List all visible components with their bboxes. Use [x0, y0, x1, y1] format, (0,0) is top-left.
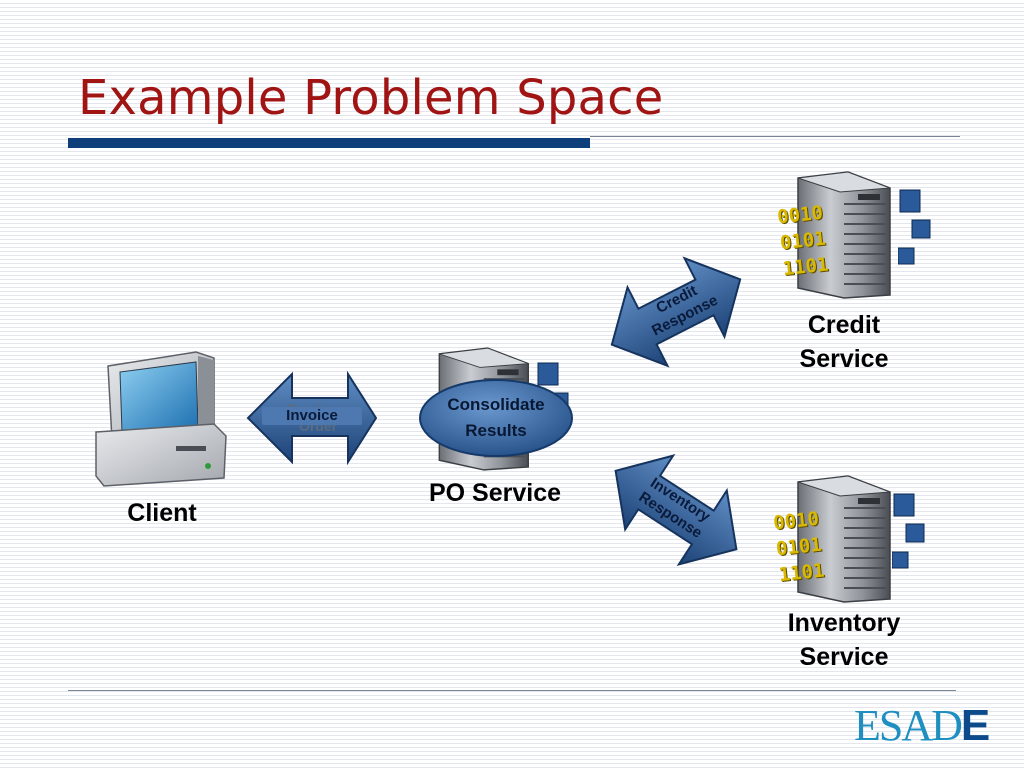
binary-row: 1101 [777, 559, 826, 587]
po-service-label: PO Service [428, 479, 562, 507]
client-po-arrow-front-label: Invoice [262, 407, 362, 425]
consolidate-results-label: Consolidate Results [447, 395, 545, 440]
slide-title: Example Problem Space [78, 70, 664, 126]
title-underline-bar [68, 138, 590, 148]
title-underline-rule [590, 136, 960, 137]
po-inventory-arrow [614, 454, 738, 566]
footer-rule [68, 690, 956, 691]
inventory-binary-code: 0010 0101 1101 [772, 506, 826, 588]
credit-packets-icon [898, 189, 931, 265]
esade-logo: ESADE [854, 701, 990, 750]
client-label: Client [127, 499, 197, 527]
po-credit-arrow [610, 256, 742, 368]
credit-binary-code: 0010 0101 1101 [776, 200, 830, 282]
binary-row: 1101 [781, 253, 830, 281]
client-computer-icon [95, 351, 227, 487]
consolidate-results-ellipse [419, 379, 573, 457]
inventory-packets-icon [892, 493, 925, 569]
credit-service-label: Credit Service [799, 311, 889, 373]
inventory-service-label: Inventory Service [787, 609, 901, 671]
